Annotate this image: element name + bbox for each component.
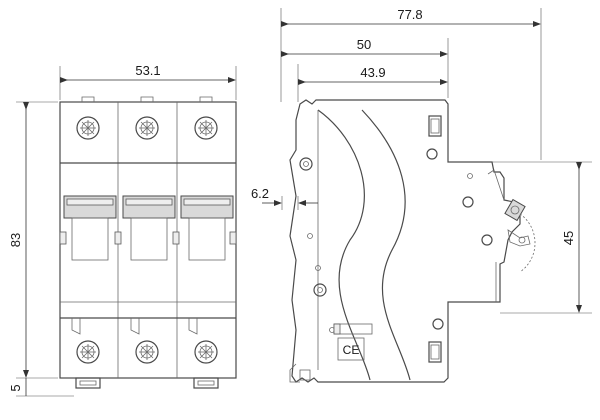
dimension-side-total: 77.8 [280, 7, 542, 160]
screw-hole-icon [313, 283, 327, 297]
front-body-outline [59, 101, 237, 379]
internal-curve [361, 109, 411, 381]
front-view [59, 96, 237, 389]
handle-swing-arc [519, 213, 536, 273]
top-clamp [140, 96, 154, 102]
dimension-label: 43.9 [360, 65, 385, 80]
screw-hole-icon [481, 234, 493, 246]
dimension-side-43: 43.9 [297, 64, 448, 102]
side-body-outline [289, 99, 521, 383]
screw-hole-icon [432, 318, 444, 330]
dimension-label: 77.8 [397, 7, 422, 22]
pin-hole [467, 173, 473, 179]
dimension-label: 50 [357, 37, 371, 52]
terminal-notch [130, 318, 140, 335]
terminal-notch [188, 318, 198, 335]
internal-curve [317, 109, 371, 381]
pin-hole [307, 233, 313, 239]
dimension-side-50: 50 [281, 37, 449, 98]
dimension-label: 5 [8, 384, 23, 391]
toggle-body [59, 217, 237, 261]
toggle-handle [487, 169, 531, 247]
dimension-rail-height: 5 [8, 378, 74, 397]
dimension-label: 6.2 [251, 186, 269, 201]
terminal-screw-icon [194, 340, 218, 364]
top-clamp [199, 96, 213, 102]
terminal-screw-icon [135, 340, 159, 364]
side-slot [428, 115, 442, 137]
dimension-label: 45 [561, 231, 576, 245]
terminal-screw-icon [194, 116, 218, 140]
dimension-label: 53.1 [135, 63, 160, 78]
dimension-side-offset: 6.2 [251, 186, 318, 210]
terminal-screw-icon [76, 116, 100, 140]
screw-hole-icon [299, 157, 313, 171]
terminal-screw-icon [135, 116, 159, 140]
din-clip [193, 377, 219, 389]
ce-mark: CE [343, 343, 360, 357]
dimension-front-height: 83 [8, 101, 58, 379]
pin-hole [315, 265, 321, 271]
terminal-screw-icon [76, 340, 100, 364]
din-clip [75, 377, 101, 389]
top-clamp [81, 96, 95, 102]
dimension-side-height: 45 [448, 161, 592, 314]
screw-hole-icon [426, 148, 438, 160]
ce-mark-box [337, 337, 365, 361]
screw-hole-icon [462, 196, 474, 208]
side-slot [428, 341, 442, 363]
din-clip-side [289, 363, 300, 383]
side-view: CE [289, 99, 536, 383]
terminal-notch [71, 318, 81, 335]
dimension-label: 83 [8, 233, 23, 247]
handle-bar [63, 195, 234, 219]
dimension-front-width: 53.1 [59, 63, 237, 100]
